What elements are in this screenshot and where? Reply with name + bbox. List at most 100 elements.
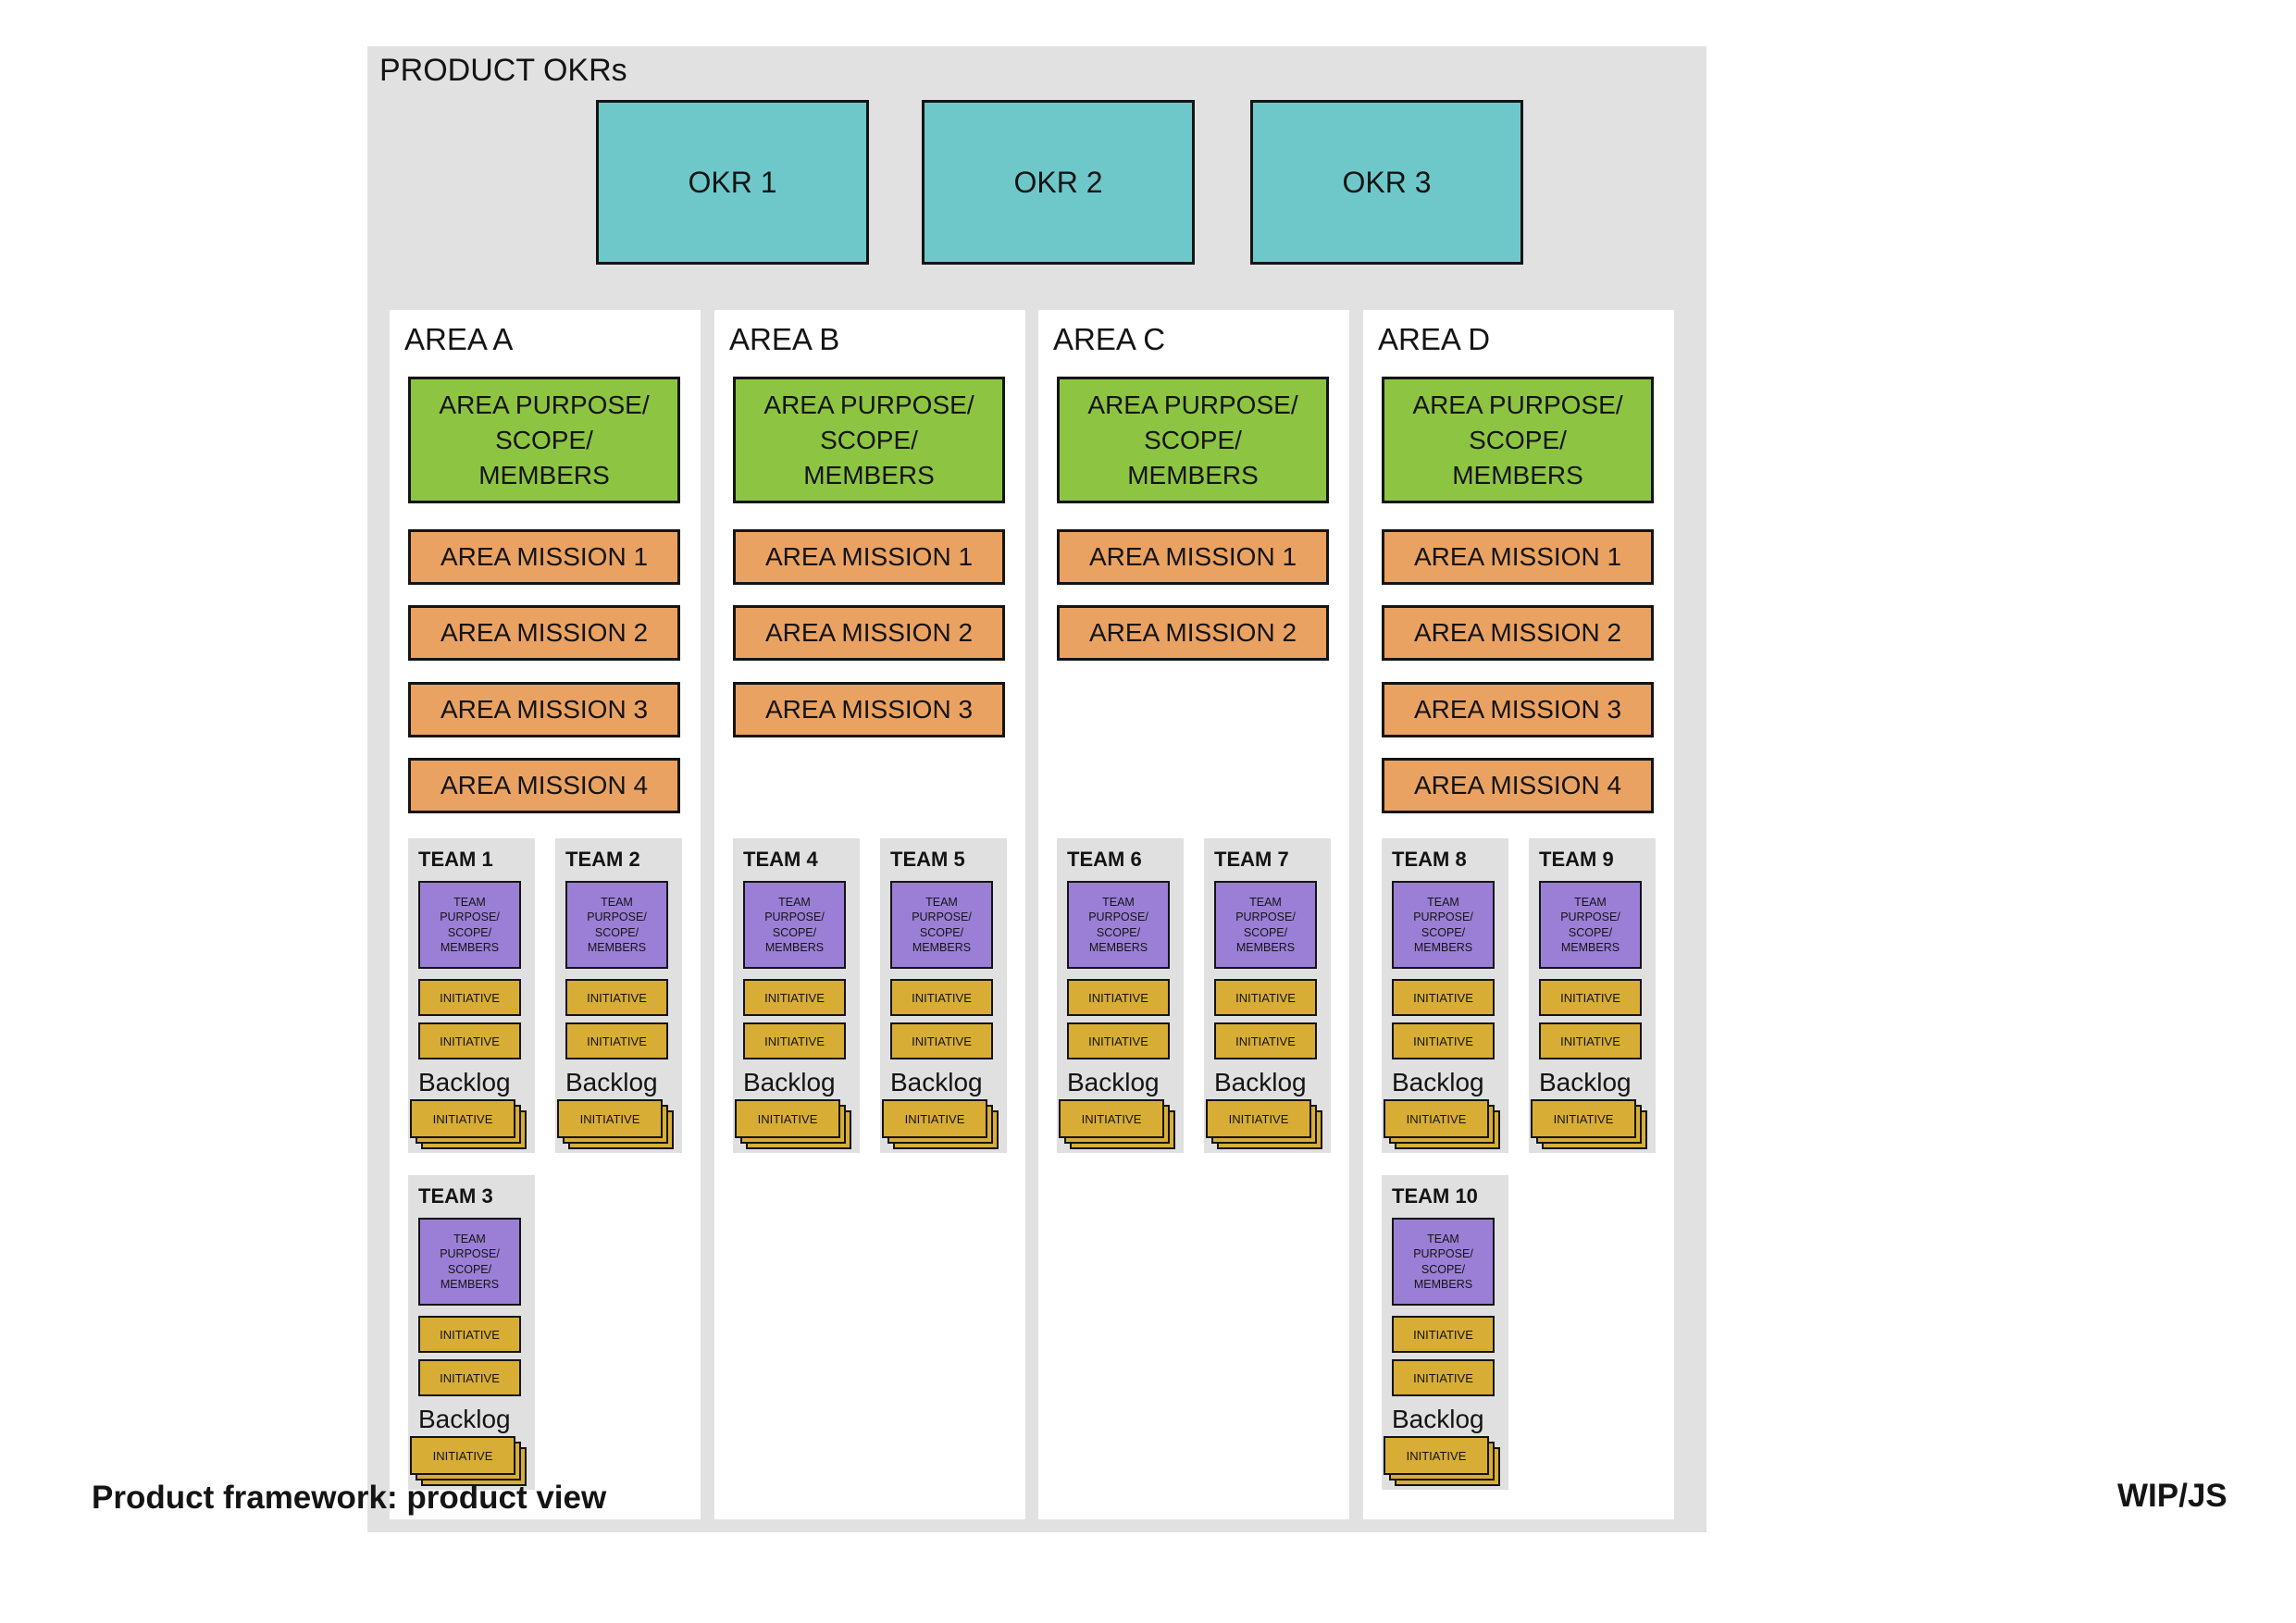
okr-box: OKR 2 [922,100,1195,265]
slide-credit: WIP/JS [2117,1478,2228,1514]
initiative-box: INITIATIVE [743,979,846,1016]
team-title: TEAM 4 [743,848,818,871]
backlog-stack: INITIATIVE [410,1099,528,1151]
backlog-stack: INITIATIVE [410,1436,528,1488]
area-mission-box: AREA MISSION 1 [1057,529,1329,585]
backlog-initiative-card: INITIATIVE [1531,1099,1636,1138]
team-purpose-box: TEAM PURPOSE/ SCOPE/ MEMBERS [743,881,846,969]
okr-box: OKR 1 [596,100,869,265]
initiative-box: INITIATIVE [1392,979,1495,1016]
backlog-initiative-card: INITIATIVE [1206,1099,1311,1138]
team-card: TEAM 6 TEAM PURPOSE/ SCOPE/ MEMBERS INIT… [1057,838,1184,1153]
initiative-box: INITIATIVE [1214,979,1317,1016]
team-title: TEAM 10 [1392,1184,1478,1208]
area-mission-box: AREA MISSION 1 [733,529,1005,585]
backlog-label: Backlog [418,1068,511,1096]
backlog-stack: INITIATIVE [735,1099,853,1151]
team-purpose-box: TEAM PURPOSE/ SCOPE/ MEMBERS [890,881,993,969]
initiative-box: INITIATIVE [1392,1316,1495,1353]
initiative-box: INITIATIVE [1539,979,1642,1016]
backlog-label: Backlog [565,1068,658,1096]
area-panel-d: AREA D AREA PURPOSE/ SCOPE/ MEMBERS AREA… [1363,310,1674,1519]
backlog-label: Backlog [1067,1068,1160,1096]
backlog-initiative-card: INITIATIVE [735,1099,840,1138]
area-mission-box: AREA MISSION 2 [408,605,680,661]
initiative-box: INITIATIVE [1392,1022,1495,1059]
initiative-box: INITIATIVE [1392,1359,1495,1396]
initiative-box: INITIATIVE [1067,979,1170,1016]
initiative-box: INITIATIVE [418,1316,521,1353]
team-title: TEAM 6 [1067,848,1142,871]
initiative-box: INITIATIVE [1067,1022,1170,1059]
area-mission-box: AREA MISSION 3 [408,682,680,737]
backlog-stack: INITIATIVE [1206,1099,1324,1151]
okr-box: OKR 3 [1250,100,1523,265]
initiative-box: INITIATIVE [1214,1022,1317,1059]
backlog-label: Backlog [418,1405,511,1433]
team-title: TEAM 5 [890,848,965,871]
area-mission-box: AREA MISSION 1 [408,529,680,585]
slide-caption: Product framework: product view [92,1480,607,1516]
backlog-label: Backlog [1392,1068,1484,1096]
area-title: AREA A [404,322,514,356]
backlog-stack: INITIATIVE [1384,1436,1502,1488]
team-title: TEAM 7 [1214,848,1289,871]
team-card: TEAM 1 TEAM PURPOSE/ SCOPE/ MEMBERS INIT… [408,838,535,1153]
initiative-box: INITIATIVE [1539,1022,1642,1059]
initiative-box: INITIATIVE [890,1022,993,1059]
backlog-stack: INITIATIVE [557,1099,676,1151]
initiative-box: INITIATIVE [418,1359,521,1396]
team-purpose-box: TEAM PURPOSE/ SCOPE/ MEMBERS [418,881,521,969]
area-mission-box: AREA MISSION 2 [733,605,1005,661]
initiative-box: INITIATIVE [418,979,521,1016]
area-mission-box: AREA MISSION 3 [1382,682,1654,737]
backlog-initiative-card: INITIATIVE [410,1436,515,1475]
area-panel-c: AREA C AREA PURPOSE/ SCOPE/ MEMBERS AREA… [1038,310,1349,1519]
backlog-initiative-card: INITIATIVE [557,1099,663,1138]
area-mission-box: AREA MISSION 2 [1382,605,1654,661]
team-card: TEAM 4 TEAM PURPOSE/ SCOPE/ MEMBERS INIT… [733,838,860,1153]
team-card: TEAM 8 TEAM PURPOSE/ SCOPE/ MEMBERS INIT… [1382,838,1508,1153]
backlog-initiative-card: INITIATIVE [882,1099,987,1138]
team-purpose-box: TEAM PURPOSE/ SCOPE/ MEMBERS [1214,881,1317,969]
area-mission-box: AREA MISSION 4 [1382,758,1654,813]
area-purpose-box: AREA PURPOSE/ SCOPE/ MEMBERS [1057,377,1329,503]
team-purpose-box: TEAM PURPOSE/ SCOPE/ MEMBERS [418,1218,521,1306]
backlog-label: Backlog [1392,1405,1484,1433]
area-purpose-box: AREA PURPOSE/ SCOPE/ MEMBERS [408,377,680,503]
team-title: TEAM 3 [418,1184,493,1208]
team-purpose-box: TEAM PURPOSE/ SCOPE/ MEMBERS [1392,1218,1495,1306]
backlog-stack: INITIATIVE [1531,1099,1649,1151]
backlog-initiative-card: INITIATIVE [410,1099,515,1138]
backlog-initiative-card: INITIATIVE [1059,1099,1164,1138]
backlog-initiative-card: INITIATIVE [1384,1436,1489,1475]
team-card: TEAM 7 TEAM PURPOSE/ SCOPE/ MEMBERS INIT… [1204,838,1331,1153]
area-panel-a: AREA A AREA PURPOSE/ SCOPE/ MEMBERS AREA… [390,310,701,1519]
initiative-box: INITIATIVE [565,979,668,1016]
initiative-box: INITIATIVE [565,1022,668,1059]
area-title: AREA C [1053,322,1166,356]
backlog-stack: INITIATIVE [1059,1099,1177,1151]
initiative-box: INITIATIVE [743,1022,846,1059]
area-panel-b: AREA B AREA PURPOSE/ SCOPE/ MEMBERS AREA… [714,310,1025,1519]
team-purpose-box: TEAM PURPOSE/ SCOPE/ MEMBERS [565,881,668,969]
team-card: TEAM 3 TEAM PURPOSE/ SCOPE/ MEMBERS INIT… [408,1175,535,1490]
area-title: AREA D [1378,322,1491,356]
product-okrs-title: PRODUCT OKRs [379,53,627,88]
team-card: TEAM 10 TEAM PURPOSE/ SCOPE/ MEMBERS INI… [1382,1175,1508,1490]
backlog-initiative-card: INITIATIVE [1384,1099,1489,1138]
team-purpose-box: TEAM PURPOSE/ SCOPE/ MEMBERS [1392,881,1495,969]
backlog-label: Backlog [1214,1068,1307,1096]
backlog-label: Backlog [743,1068,836,1096]
area-mission-box: AREA MISSION 3 [733,682,1005,737]
backlog-label: Backlog [890,1068,983,1096]
team-card: TEAM 5 TEAM PURPOSE/ SCOPE/ MEMBERS INIT… [880,838,1007,1153]
initiative-box: INITIATIVE [890,979,993,1016]
team-title: TEAM 2 [565,848,640,871]
team-card: TEAM 2 TEAM PURPOSE/ SCOPE/ MEMBERS INIT… [555,838,682,1153]
backlog-label: Backlog [1539,1068,1632,1096]
team-card: TEAM 9 TEAM PURPOSE/ SCOPE/ MEMBERS INIT… [1529,838,1656,1153]
backlog-stack: INITIATIVE [882,1099,1000,1151]
team-title: TEAM 9 [1539,848,1614,871]
